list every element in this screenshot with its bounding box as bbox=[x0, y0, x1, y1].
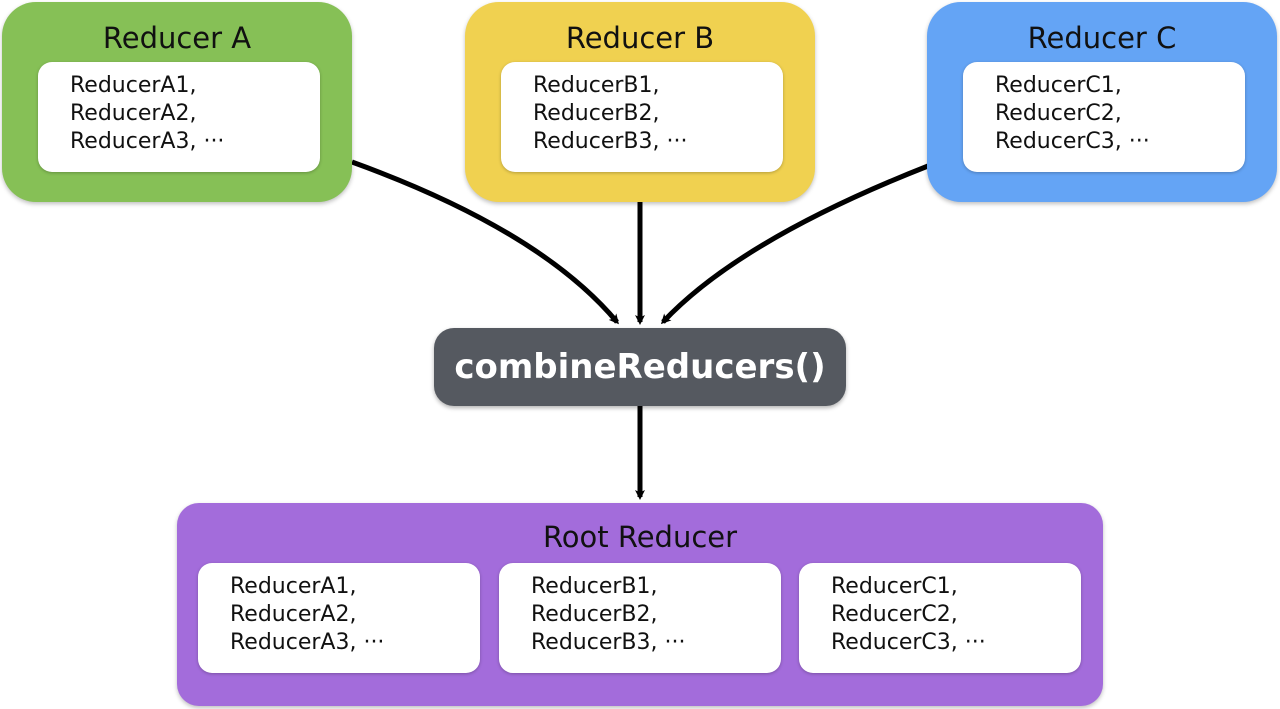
reducer-b-list: ReducerB1, ReducerB2, ReducerB3, ··· bbox=[501, 62, 783, 172]
reducer-a-item-1: ReducerA1, bbox=[70, 73, 197, 98]
reducer-a-list: ReducerA1, ReducerA2, ReducerA3, ··· bbox=[38, 62, 320, 172]
root-reducer-box: Root Reducer ReducerA1, ReducerA2, Reduc… bbox=[177, 503, 1103, 706]
root-group-b-item-2: ReducerB2, bbox=[531, 602, 658, 627]
root-group-a: ReducerA1, ReducerA2, ReducerA3, ··· bbox=[198, 563, 480, 673]
root-group-c: ReducerC1, ReducerC2, ReducerC3, ··· bbox=[799, 563, 1081, 673]
reducer-c-item-3: ReducerC3, ··· bbox=[995, 129, 1150, 154]
reducer-b-item-2: ReducerB2, bbox=[533, 101, 660, 126]
root-group-c-item-2: ReducerC2, bbox=[831, 602, 958, 627]
root-group-a-item-1: ReducerA1, bbox=[230, 574, 357, 599]
combine-reducers-node: combineReducers() bbox=[434, 328, 846, 406]
root-group-b: ReducerB1, ReducerB2, ReducerB3, ··· bbox=[499, 563, 781, 673]
root-group-c-item-1: ReducerC1, bbox=[831, 574, 958, 599]
root-group-a-item-3: ReducerA3, ··· bbox=[230, 630, 385, 655]
reducer-c-list: ReducerC1, ReducerC2, ReducerC3, ··· bbox=[963, 62, 1245, 172]
reducer-c-title: Reducer C bbox=[1027, 21, 1177, 55]
root-group-a-item-2: ReducerA2, bbox=[230, 602, 357, 627]
reducer-c-box: Reducer C ReducerC1, ReducerC2, ReducerC… bbox=[927, 2, 1277, 202]
root-group-b-item-1: ReducerB1, bbox=[531, 574, 658, 599]
root-group-c-item-3: ReducerC3, ··· bbox=[831, 630, 986, 655]
reducer-b-item-1: ReducerB1, bbox=[533, 73, 660, 98]
reducer-a-item-3: ReducerA3, ··· bbox=[70, 129, 225, 154]
reducer-c-item-1: ReducerC1, bbox=[995, 73, 1122, 98]
reducer-b-title: Reducer B bbox=[565, 21, 715, 55]
reducer-a-item-2: ReducerA2, bbox=[70, 101, 197, 126]
reducer-a-title: Reducer A bbox=[102, 21, 252, 55]
reducer-a-box: Reducer A ReducerA1, ReducerA2, ReducerA… bbox=[2, 2, 352, 202]
root-group-b-item-3: ReducerB3, ··· bbox=[531, 630, 686, 655]
reducer-c-item-2: ReducerC2, bbox=[995, 101, 1122, 126]
reducer-b-box: Reducer B ReducerB1, ReducerB2, ReducerB… bbox=[465, 2, 815, 202]
root-reducer-title: Root Reducer bbox=[542, 520, 738, 554]
reducer-b-item-3: ReducerB3, ··· bbox=[533, 129, 688, 154]
